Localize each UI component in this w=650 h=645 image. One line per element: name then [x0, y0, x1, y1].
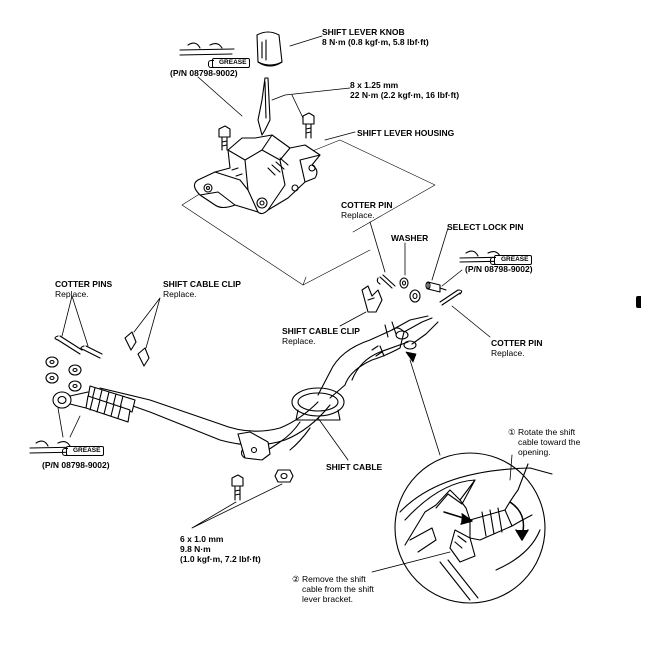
label-cotter-pins-left-title: COTTER PINS — [55, 279, 113, 289]
step2-line-1: Remove the shift — [302, 574, 366, 584]
cable-end-fittings-left — [52, 385, 136, 423]
cotter-pins-left-parts — [54, 335, 103, 359]
bolt-6x10 — [231, 474, 244, 501]
label-bolt-6x10-spec2: (1.0 kgf·m, 7.2 lbf·ft) — [180, 554, 261, 564]
shift-lever-housing — [193, 134, 321, 215]
detail-view-circle — [394, 452, 553, 604]
label-grease-left-part: (P/N 08798-9002) — [42, 460, 110, 470]
cable-grommet — [291, 371, 346, 421]
cotter-pin-right-part — [439, 289, 463, 306]
label-bolt-6x10: 6 x 1.0 mm 9.8 N·m (1.0 kgf·m, 7.2 lbf·f… — [180, 534, 261, 564]
shift-lever-knob — [256, 31, 283, 67]
shift-cable-clip-center-part — [361, 285, 383, 313]
label-washer: WASHER — [391, 233, 428, 243]
grease-top-part-number: (P/N 08798-9002) — [170, 68, 238, 78]
label-cotter-pins-left: COTTER PINS Replace. — [55, 279, 112, 299]
label-shift-lever-housing-text: SHIFT LEVER HOUSING — [357, 128, 455, 138]
rotation-arrows — [443, 501, 529, 541]
label-shift-cable-clip-left: SHIFT CABLE CLIP Replace. — [163, 279, 241, 299]
nut-6x10 — [274, 469, 294, 483]
label-shift-lever-housing: SHIFT LEVER HOUSING — [357, 128, 454, 138]
label-shift-cable-clip-left-title: SHIFT CABLE CLIP — [163, 279, 241, 289]
step2-line-2: cable from the shift — [302, 584, 374, 594]
label-washer-text: WASHER — [391, 233, 429, 243]
grease-tag-top: GREASE — [207, 58, 251, 68]
shift-lever-rod — [257, 77, 271, 136]
label-shift-cable-clip-center-note: Replace. — [282, 336, 316, 346]
step2-line-3: lever bracket. — [302, 594, 354, 604]
leader-lines-bottom — [191, 483, 283, 529]
label-shift-cable: SHIFT CABLE — [326, 462, 382, 472]
step1-marker: ① — [508, 427, 516, 437]
cable-ends-upper — [329, 315, 439, 386]
label-grease-right-part: (P/N 08798-9002) — [465, 264, 533, 274]
label-grease-top-part: (P/N 08798-9002) — [170, 68, 238, 78]
step1-line-3: opening. — [518, 447, 551, 457]
label-cotter-pin-right-title: COTTER PIN — [491, 338, 543, 348]
label-shift-cable-clip-center-title: SHIFT CABLE CLIP — [282, 326, 360, 336]
label-bolt-8x125-spec: 22 N·m (2.2 kgf·m, 16 lbf·ft) — [350, 90, 460, 100]
shift-cable-main — [99, 387, 331, 459]
cable-bracket-left — [237, 431, 271, 461]
grease-tag-right-text: GREASE — [501, 256, 529, 263]
label-shift-cable-clip-left-note: Replace. — [163, 289, 197, 299]
grease-tag-left-text: GREASE — [73, 447, 101, 454]
label-shift-lever-knob: SHIFT LEVER KNOB 8 N·m (0.8 kgf·m, 5.8 l… — [322, 27, 429, 47]
label-bolt-6x10-size: 6 x 1.0 mm — [180, 534, 224, 544]
label-cotter-pins-left-note: Replace. — [55, 289, 89, 299]
leader-lines-left — [57, 295, 161, 438]
grease-tag-left: GREASE — [61, 446, 105, 456]
label-select-lock-pin: SELECT LOCK PIN — [447, 222, 524, 232]
label-cotter-pin-upper-title: COTTER PIN — [341, 200, 393, 210]
leader-lines-detail — [371, 454, 513, 573]
housing-bolt-right — [302, 112, 315, 139]
select-lock-pin — [425, 281, 447, 293]
housing-bolt-left — [218, 125, 231, 151]
step1-line-1: Rotate the shift — [518, 427, 576, 437]
label-shift-cable-clip-center: SHIFT CABLE CLIP Replace. — [282, 326, 360, 346]
leader-line-shift-cable — [317, 417, 349, 461]
leader-lines-top — [197, 35, 356, 141]
label-bolt-8x125: 8 x 1.25 mm 22 N·m (2.2 kgf·m, 16 lbf·ft… — [350, 80, 459, 100]
label-cotter-pin-upper-note: Replace. — [341, 210, 375, 220]
grease-tag-right: GREASE — [489, 255, 533, 265]
grease-left-part-number: (P/N 08798-9002) — [42, 460, 110, 470]
label-cotter-pin-right-note: Replace. — [491, 348, 525, 358]
label-cotter-pin-right: COTTER PIN Replace. — [491, 338, 542, 358]
leader-lines-upper-right — [369, 221, 491, 338]
detail-callout-line — [405, 351, 441, 456]
label-cotter-pin-upper: COTTER PIN Replace. — [341, 200, 392, 220]
washers-left — [45, 356, 82, 392]
label-shift-cable-text: SHIFT CABLE — [326, 462, 383, 472]
step1-line-2: cable toward the — [518, 437, 581, 447]
shift-cable-clips-left-parts — [124, 331, 150, 367]
grease-tag-top-text: GREASE — [219, 59, 247, 66]
page-edge-tab — [636, 296, 641, 308]
label-step2: ② Remove the shift cable from the shift … — [292, 574, 374, 604]
label-shift-lever-knob-spec: 8 N·m (0.8 kgf·m, 5.8 lbf·ft) — [322, 37, 429, 47]
cotter-pin-upper — [376, 274, 396, 289]
label-bolt-8x125-size: 8 x 1.25 mm — [350, 80, 399, 90]
grease-right-part-number: (P/N 08798-9002) — [465, 264, 533, 274]
grease-tube-top — [179, 42, 235, 56]
label-select-lock-pin-text: SELECT LOCK PIN — [447, 222, 524, 232]
leader-line-clip-center — [339, 311, 367, 327]
step2-marker: ② — [292, 574, 300, 584]
washer-part — [399, 277, 421, 303]
label-shift-lever-knob-title: SHIFT LEVER KNOB — [322, 27, 405, 37]
label-step1: ① Rotate the shift cable toward the open… — [508, 427, 580, 457]
label-bolt-6x10-spec: 9.8 N·m — [180, 544, 211, 554]
